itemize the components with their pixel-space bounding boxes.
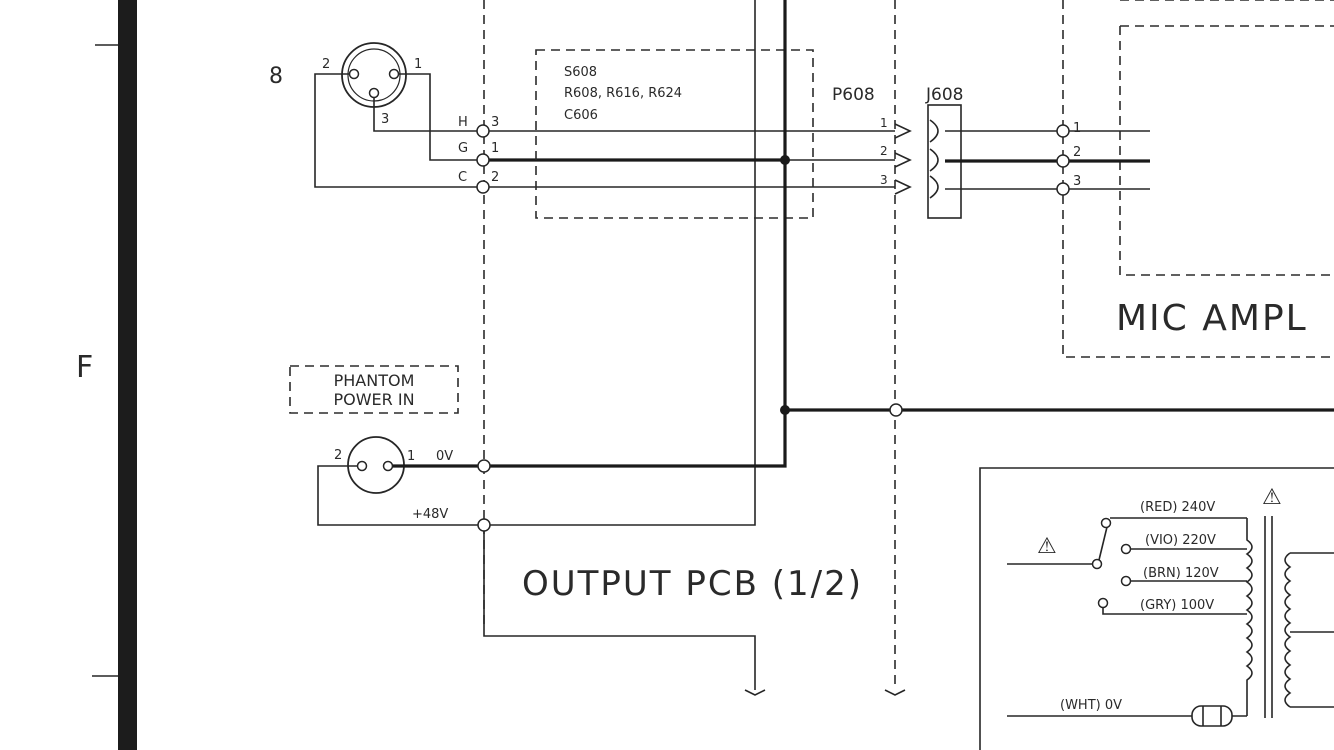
mic-node-2 (1056, 154, 1070, 168)
tap-red-label: (RED) 240V (1140, 500, 1215, 515)
xlr-input-number: 8 (269, 64, 283, 89)
wire-xlr-pin2-to-c (314, 73, 484, 188)
secondary-leads (1290, 552, 1334, 708)
tap-gry-label: (GRY) 100V (1140, 598, 1214, 613)
tap-gry-wire (1102, 608, 1247, 615)
phantom-line-1: PHANTOM (334, 371, 415, 390)
boundary-break-2 (884, 689, 906, 696)
output-pcb-break-1 (744, 689, 766, 696)
components-line-3: C606 (564, 108, 598, 123)
terminal-h-num: 3 (491, 115, 499, 130)
j608-contact-2 (929, 148, 939, 172)
output-pcb-boundary-bottom (483, 525, 756, 690)
xlr-pin-3-label: 3 (381, 112, 389, 127)
xlr-pin-2 (348, 68, 360, 80)
mic-pin-1: 1 (1073, 121, 1081, 136)
p608-contact-3 (894, 179, 912, 195)
junction-dot-ground-top (780, 155, 790, 165)
components-box (535, 49, 814, 219)
node-ground-bus-boundary (889, 403, 903, 417)
tap-vio-label: (VIO) 220V (1145, 533, 1216, 548)
terminal-g-label: G (458, 141, 468, 156)
warning-icon-switch: ⚠ (1037, 534, 1057, 559)
connector-p608-label: P608 (832, 85, 875, 105)
transformer-core (1264, 516, 1273, 718)
mic-node-1 (1056, 124, 1070, 138)
voltage-selector-common (1091, 558, 1103, 570)
j608-contact-3 (929, 175, 939, 199)
wire-xlr-pin1-to-g (399, 73, 484, 161)
output-pcb-boundary-inner (485, 0, 756, 526)
tap-brn-label: (BRN) 120V (1143, 566, 1219, 581)
terminal-h-label: H (458, 115, 468, 130)
tap-gry-contact (1097, 597, 1109, 609)
mic-pin-3: 3 (1073, 174, 1081, 189)
phantom-label-box (289, 365, 459, 414)
p608-pin-2: 2 (880, 144, 888, 158)
p608-pin-3: 3 (880, 173, 888, 187)
thermal-fuse (1191, 705, 1233, 727)
xlr-pin-3 (368, 87, 380, 99)
terminal-g-num: 1 (491, 141, 499, 156)
node-h (476, 124, 490, 138)
phantom-48v-wire (317, 465, 484, 526)
junction-dot-ground-bus (780, 405, 790, 415)
phantom-pin-1-label: 1 (407, 449, 415, 464)
ground-riser (484, 0, 787, 468)
mic-ampl-inner-box (1119, 25, 1334, 276)
p608-contact-2 (894, 152, 912, 168)
terminal-c-label: C (458, 170, 467, 185)
node-phantom-0v (477, 459, 491, 473)
wire-xlr-pin3-to-h (373, 98, 484, 132)
mic-pin-2: 2 (1073, 145, 1081, 160)
node-phantom-48v (477, 518, 491, 532)
mic-node-3 (1056, 182, 1070, 196)
phantom-0v-label: 0V (436, 449, 453, 464)
voltage-selector-blade (1098, 526, 1108, 561)
xlr-pin-1 (388, 68, 400, 80)
j608-contact-1 (929, 119, 939, 143)
tap-red-contact (1100, 517, 1112, 529)
output-pcb-label: OUTPUT PCB (1/2) (522, 564, 863, 604)
sheet-border-bar (118, 0, 137, 750)
p608-contact-1 (894, 123, 912, 139)
warning-icon-transformer: ⚠ (1262, 485, 1282, 510)
zone-letter: F (76, 350, 93, 385)
tap-vio-contact (1120, 543, 1132, 555)
connector-j608-label: J608 (925, 85, 963, 105)
phantom-line-2: POWER IN (333, 390, 414, 409)
mic-ampl-label: MIC AMPL (1116, 298, 1308, 339)
p608-pin-1: 1 (880, 116, 888, 130)
phantom-pin-1 (382, 460, 394, 472)
phantom-48v-label: +48V (412, 507, 448, 522)
phantom-pin-2 (356, 460, 368, 472)
components-line-1: S608 (564, 65, 597, 80)
power-block-boundary (979, 467, 1334, 750)
terminal-c-num: 2 (491, 170, 499, 185)
xlr-pin-1-label: 1 (414, 57, 422, 72)
transformer-secondary-coil (1284, 552, 1292, 708)
transformer-primary-coil (1245, 518, 1253, 716)
xlr-pin-2-label: 2 (322, 57, 330, 72)
tap-brn-contact (1120, 575, 1132, 587)
node-c (476, 180, 490, 194)
node-g (476, 153, 490, 167)
components-line-2: R608, R616, R624 (564, 86, 682, 101)
tap-wht-label: (WHT) 0V (1060, 698, 1122, 713)
phantom-pin-2-label: 2 (334, 448, 342, 463)
thermal-fuse-bands (1202, 706, 1222, 726)
